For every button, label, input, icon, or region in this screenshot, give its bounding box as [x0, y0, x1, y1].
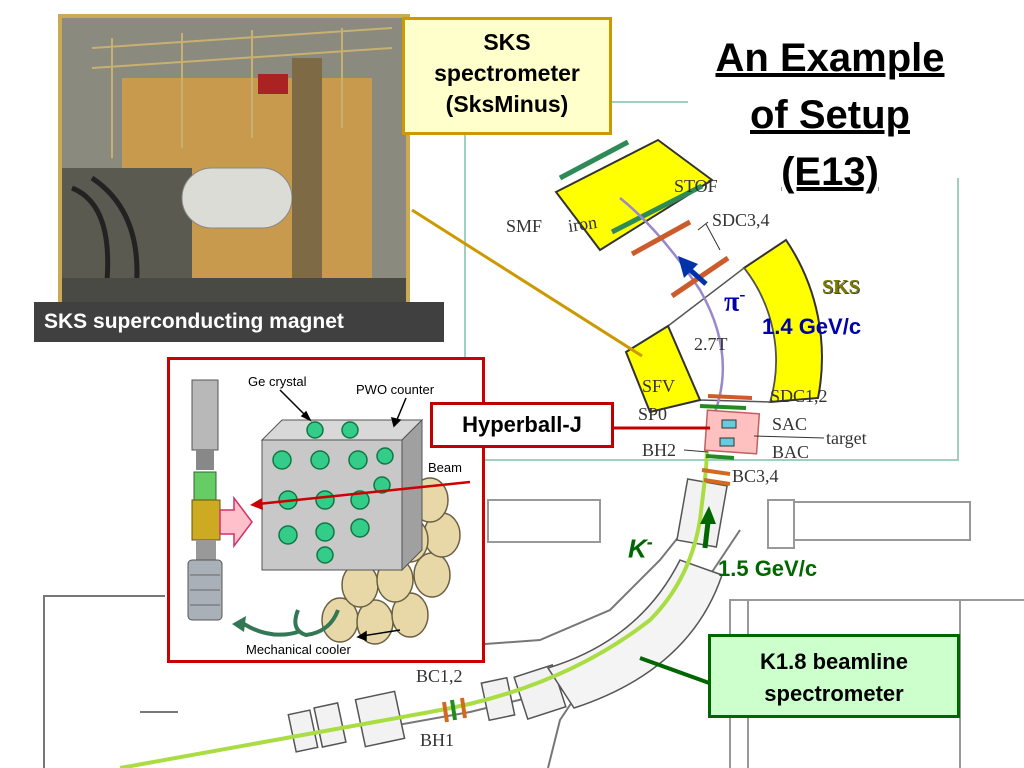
k18-connector [639, 656, 713, 686]
target-region [703, 409, 761, 455]
label-smf: SMF [506, 216, 543, 236]
label-sac: SAC [772, 414, 808, 434]
bh2-counter [705, 454, 735, 460]
title-line-2: of Setup [750, 93, 910, 137]
leader-lines [683, 221, 825, 453]
k18-callout-line-1: K1.8 beamline [760, 649, 908, 674]
sks-photo-connector [411, 208, 643, 358]
sdc12-chamber [707, 394, 753, 400]
photo-caption: SKS superconducting magnet [34, 302, 444, 342]
label-iron: iron [566, 212, 599, 236]
smf-iron-block [554, 138, 714, 252]
pion-symbol-charge: - [739, 284, 746, 304]
sp0-counter [699, 404, 747, 410]
kaon-arrow [700, 506, 716, 549]
sks-callout-line-3: (SksMinus) [445, 91, 569, 117]
label-sdc12: SDC1,2 [770, 386, 828, 406]
sfv-block [624, 324, 702, 414]
label-bc12: BC1,2 [416, 666, 463, 686]
bc-counters [442, 468, 731, 723]
label-field: 2.7T [694, 334, 728, 354]
kaon-symbol-charge: - [646, 532, 653, 552]
kaon-beam-path [119, 429, 710, 768]
label-ge-crystal: Ge crystal [248, 374, 307, 389]
k18-beamline-callout: K1.8 beamline spectrometer [708, 634, 960, 718]
insert-arrow-icon [219, 495, 253, 549]
label-target: target [826, 428, 867, 448]
stof-counter [558, 139, 630, 181]
sks-magnet-photo-art [62, 18, 406, 318]
label-sfv: SFV [642, 376, 676, 396]
sks-magnet-photo [58, 14, 410, 322]
label-beam: Beam [428, 460, 462, 475]
label-stof: STOF [674, 176, 718, 196]
label-bc34: BC3,4 [732, 466, 779, 486]
sks-callout-line-2: spectrometer [434, 60, 580, 86]
title-line-1: An Example [715, 36, 945, 80]
label-sp0: SP0 [638, 404, 668, 424]
title-line-3: (E13) [781, 150, 879, 194]
kaon-symbol-base: K [628, 533, 647, 564]
bac-counter [719, 437, 735, 447]
k18-callout-line-2: spectrometer [764, 681, 904, 706]
rotation-arrow-icon [293, 609, 340, 638]
label-bh1: BH1 [420, 730, 455, 750]
hyperball-j-callout: Hyperball-J [430, 402, 614, 448]
ge-detector-column [187, 379, 223, 621]
label-bac: BAC [772, 442, 810, 462]
label-sdc34: SDC3,4 [712, 210, 770, 230]
label-bh2: BH2 [642, 440, 677, 460]
room-outline [464, 101, 959, 461]
pion-arrow [678, 256, 708, 286]
sac-counter [721, 419, 737, 429]
stof-counter-2 [610, 183, 704, 235]
pion-trajectory [619, 197, 725, 425]
sdc34-chamber [630, 219, 692, 257]
sks-callout-line-1: SKS [483, 29, 531, 55]
label-sks: SKS [822, 276, 860, 298]
sks-magnet-gap [667, 266, 777, 403]
pion-symbol-base: π [724, 286, 740, 318]
pion-momentum: 1.4 GeV/c [762, 314, 862, 339]
kaon-momentum: 1.5 GeV/c [718, 556, 818, 581]
sks-spectrometer-callout: SKS spectrometer (SksMinus) [402, 17, 612, 135]
label-pwo-counter: PWO counter [356, 382, 435, 397]
beamline-bend [546, 559, 723, 709]
cooler-cylinders [321, 477, 461, 645]
beam-arrow [250, 480, 471, 510]
hyperball-inset: Ge crystal PWO counter Beam Mechanical c… [167, 357, 485, 663]
label-mechanical-cooler: Mechanical cooler [246, 642, 351, 657]
hyperball-drawing [187, 379, 471, 645]
slide-title: An Example of Setup (E13) [690, 30, 970, 201]
kaon-symbol: K- [628, 532, 653, 565]
crystal-array [260, 418, 424, 572]
pion-symbol: π- [724, 284, 745, 318]
